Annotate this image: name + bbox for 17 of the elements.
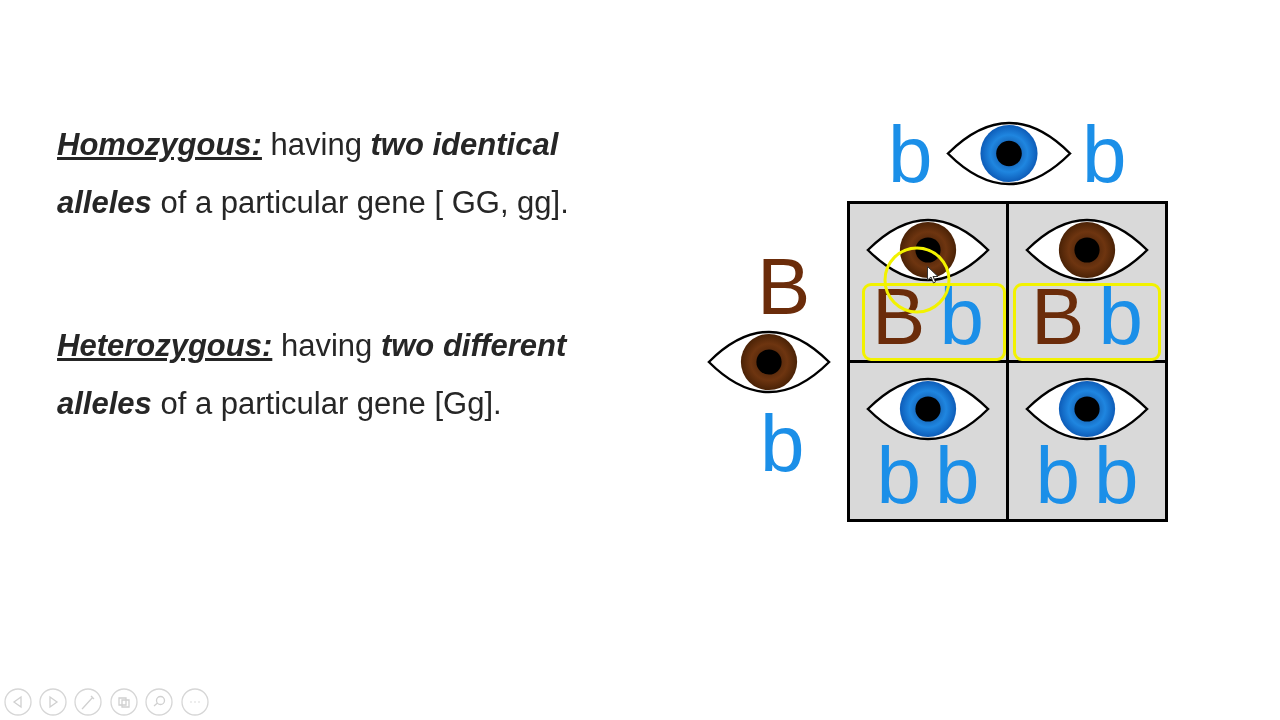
allele-letter: b xyxy=(876,444,921,508)
allele-letter: b xyxy=(760,412,805,476)
punnett-cell xyxy=(1009,363,1165,519)
allele-letter: b xyxy=(1094,444,1139,508)
punnett-cell xyxy=(850,363,1006,519)
definition-text: Homozygous: having two identical alleles of a particular gene [ GG, gg]. xyxy=(57,126,570,222)
allele-letter: b xyxy=(939,285,984,349)
definition-text: Heterozygous: having two different alleles of a particular gene [Gg]. xyxy=(57,327,569,423)
allele-letter: b xyxy=(1098,285,1143,349)
allele-letter: b xyxy=(1035,444,1080,508)
punnett-square xyxy=(847,201,1168,522)
allele-letter: b xyxy=(935,444,980,508)
allele-letter: b xyxy=(1082,123,1127,187)
punnett-cell xyxy=(1009,204,1165,360)
allele-letter: B xyxy=(1031,285,1085,349)
allele-letter: b xyxy=(888,123,933,187)
allele-letter: B xyxy=(757,255,811,319)
